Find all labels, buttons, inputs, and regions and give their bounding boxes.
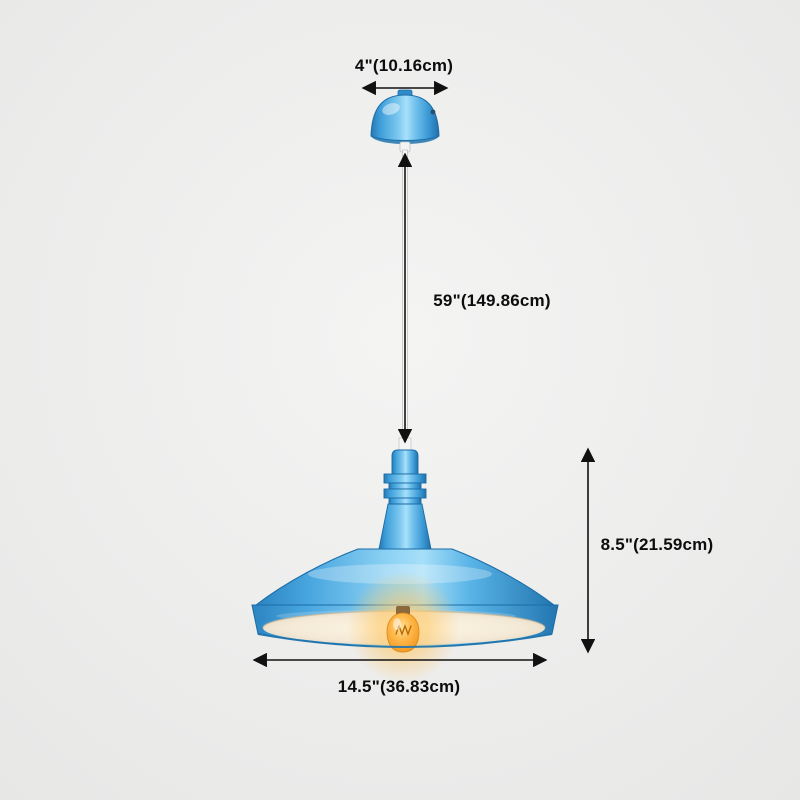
- light-bulb: [386, 606, 420, 653]
- dimension-arrows: [252, 80, 596, 668]
- ceiling-canopy: [370, 89, 440, 153]
- dimension-label-canopy-width: 4"(10.16cm): [354, 56, 454, 75]
- dimension-label-cord-length: 59"(149.86cm): [433, 291, 551, 310]
- dimension-label-shade-width: 14.5"(36.83cm): [337, 677, 461, 696]
- dimension-label-fixture-height: 8.5"(21.59cm): [600, 535, 714, 554]
- canopy-screw: [430, 109, 436, 115]
- lamp-shade: [251, 548, 559, 683]
- socket-fitting: [378, 437, 432, 550]
